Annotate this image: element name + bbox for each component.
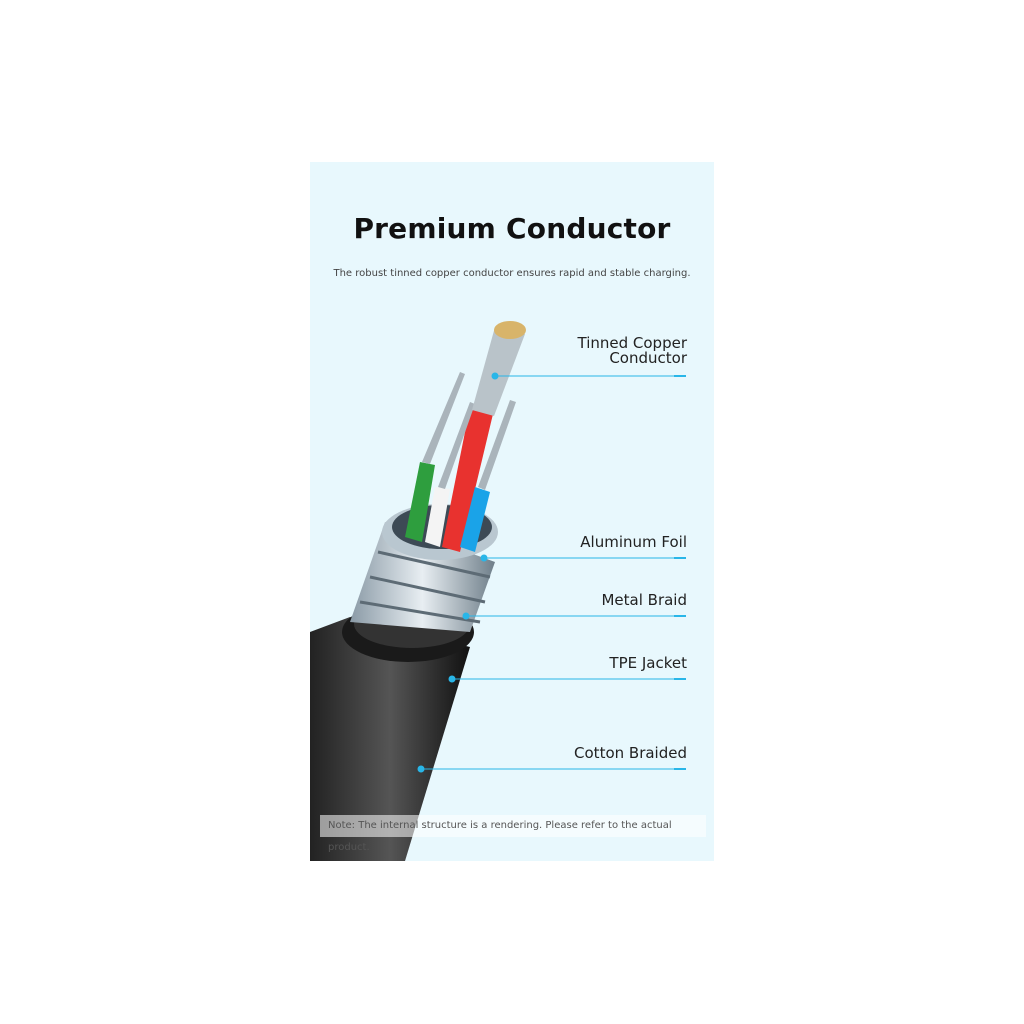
product-panel: Premium Conductor The robust tinned copp… xyxy=(310,162,714,861)
label-aluminum-foil: Aluminum Foil xyxy=(580,533,687,551)
inner-wires xyxy=(405,321,526,552)
cotton-braid-jacket xyxy=(310,617,470,861)
page-subtitle: The robust tinned copper conductor ensur… xyxy=(333,268,691,279)
label-cotton-braided: Cotton Braided xyxy=(574,744,687,762)
disclaimer-note: Note: The internal structure is a render… xyxy=(320,815,706,853)
callout-lines xyxy=(417,372,686,773)
page-title: Premium Conductor xyxy=(353,212,671,245)
label-tpe-jacket: TPE Jacket xyxy=(609,654,687,672)
cable-illustration xyxy=(310,321,686,861)
label-metal-braid: Metal Braid xyxy=(601,591,687,609)
label-tinned-copper-conductor: Tinned Copper Conductor xyxy=(577,334,688,367)
